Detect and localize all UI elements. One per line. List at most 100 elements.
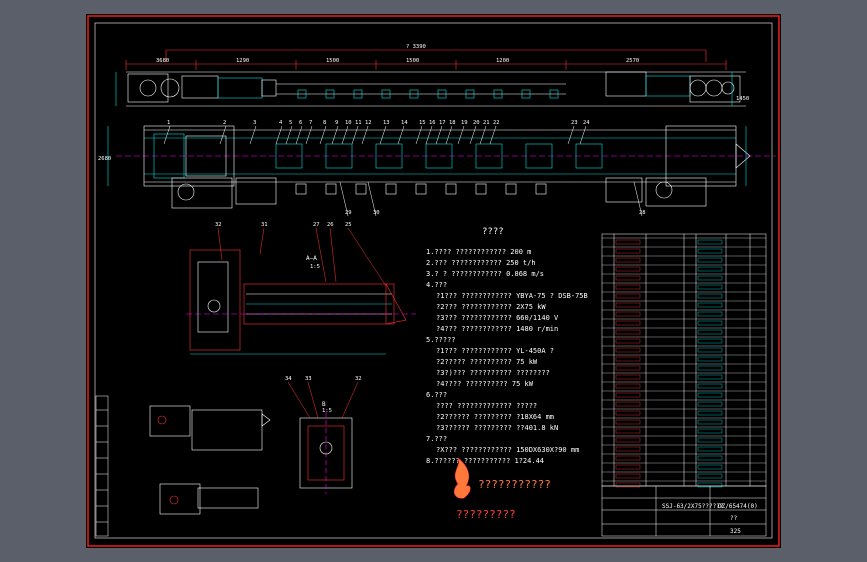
callout-number: 27 — [313, 222, 320, 228]
spec-line: ?2??? ???????????? 2X75 kW — [436, 303, 546, 311]
tech-title: ???? — [482, 227, 504, 237]
leader-line — [219, 125, 227, 145]
table-cell-mark — [697, 437, 723, 443]
table-cell-mark — [697, 365, 723, 371]
spec-line: ?3?)??? ?????????? ???????? — [436, 369, 550, 377]
table-cell-mark — [615, 311, 641, 317]
table-cell-mark — [615, 293, 641, 299]
spec-line: 6.??? — [426, 391, 447, 399]
table-cell-mark — [615, 338, 641, 344]
section-aa-view — [186, 249, 416, 355]
leader-line — [425, 125, 433, 145]
callout-number: 15 — [419, 120, 426, 126]
callout-number: 23 — [571, 120, 578, 126]
leader-line — [249, 125, 257, 145]
callout-number: 16 — [429, 120, 436, 126]
leader-line — [479, 125, 487, 145]
table-cell-mark — [697, 419, 723, 425]
table-cell-mark — [615, 437, 641, 443]
detail-b-label: B — [322, 401, 326, 408]
table-cell-mark — [697, 356, 723, 362]
table-cell-mark — [697, 392, 723, 398]
leader-line — [307, 381, 319, 419]
spec-line: 7.??? — [426, 435, 447, 443]
table-cell-mark — [615, 266, 641, 272]
table-cell-mark — [615, 284, 641, 290]
table-cell-mark — [697, 266, 723, 272]
table-cell-mark — [697, 410, 723, 416]
callout-number: 2 — [223, 120, 226, 126]
section-aa-label: A—A — [306, 255, 317, 262]
spec-line: ?1??? ???????????? YL-450A ? — [436, 347, 554, 355]
table-cell-mark — [697, 275, 723, 281]
dim-b: 1290 — [236, 58, 249, 64]
spec-line: 8.?????? ??????????? 1?24.44 — [426, 457, 544, 465]
callout-number: 13 — [383, 120, 390, 126]
leader-line — [305, 125, 313, 145]
table-cell-mark — [697, 239, 723, 245]
leader-line — [567, 125, 575, 145]
callout-number: 6 — [299, 120, 302, 126]
callout-number: 8 — [323, 120, 326, 126]
callout-number: 31 — [261, 222, 268, 228]
table-cell-mark — [615, 392, 641, 398]
callout-number: 18 — [449, 120, 456, 126]
leader-line — [489, 125, 497, 145]
elevation-view — [115, 49, 746, 107]
callout-number: 9 — [335, 120, 338, 126]
table-cell-mark — [697, 257, 723, 263]
table-cell-mark — [615, 482, 641, 488]
leader-line — [275, 125, 283, 145]
table-cell-mark — [697, 338, 723, 344]
dim-c: 1500 — [326, 58, 339, 64]
table-cell-mark — [615, 374, 641, 380]
leader-line — [397, 125, 405, 145]
dim-d: 1500 — [406, 58, 419, 64]
table-cell-mark — [697, 320, 723, 326]
dim-f: 2570 — [626, 58, 639, 64]
leader-line — [315, 227, 327, 283]
table-cell-mark — [697, 428, 723, 434]
detail-b-view — [299, 412, 353, 494]
callout-number: 34 — [285, 376, 292, 382]
spec-line: ?X??? ???????????? 150DX630X?90 mm — [436, 446, 579, 454]
table-cell-mark — [697, 293, 723, 299]
callout-number: 30 — [373, 210, 380, 216]
leader-line — [435, 125, 443, 145]
table-cell-mark — [697, 248, 723, 254]
spec-line: ?2????? ?????????? 75 kW — [436, 358, 538, 366]
spec-line: 5.????? — [426, 336, 456, 344]
callout-number: 7 — [309, 120, 312, 126]
table-cell-mark — [615, 428, 641, 434]
callout-number: 32 — [355, 376, 362, 382]
drawing-canvas: ? 3390 3680 1290 1500 1500 1200 2570 145… — [87, 15, 780, 547]
table-cell-mark — [697, 311, 723, 317]
table-cell-mark — [697, 284, 723, 290]
dim-height-right: 1450 — [736, 96, 749, 102]
table-cell-mark — [615, 320, 641, 326]
callout-number: 32 — [215, 222, 222, 228]
scale: 325 — [730, 528, 741, 535]
table-cell-mark — [615, 419, 641, 425]
spec-line: ?3?????? ????????? ??401.8 kN — [436, 424, 558, 432]
leader-line — [295, 125, 303, 145]
table-cell-mark — [697, 446, 723, 452]
leader-line — [347, 227, 387, 287]
callout-number: 29 — [345, 210, 352, 216]
dim-plan-height: 2680 — [98, 156, 111, 162]
leader-line — [579, 125, 587, 145]
leader-line — [287, 381, 311, 419]
logo-line1: ??????????? — [478, 478, 551, 491]
leader-line — [339, 181, 349, 217]
parts-rows — [602, 237, 766, 488]
logo: ??????????? ????????? — [453, 457, 551, 521]
callout-number: 25 — [345, 222, 352, 228]
leader-line — [351, 125, 359, 145]
spec-line: ?4??? ???????????? 1480 r/min — [436, 325, 558, 333]
callout-number: 21 — [483, 120, 490, 126]
table-cell-mark — [615, 257, 641, 263]
callout-number: 19 — [461, 120, 468, 126]
leader-line — [329, 227, 337, 283]
